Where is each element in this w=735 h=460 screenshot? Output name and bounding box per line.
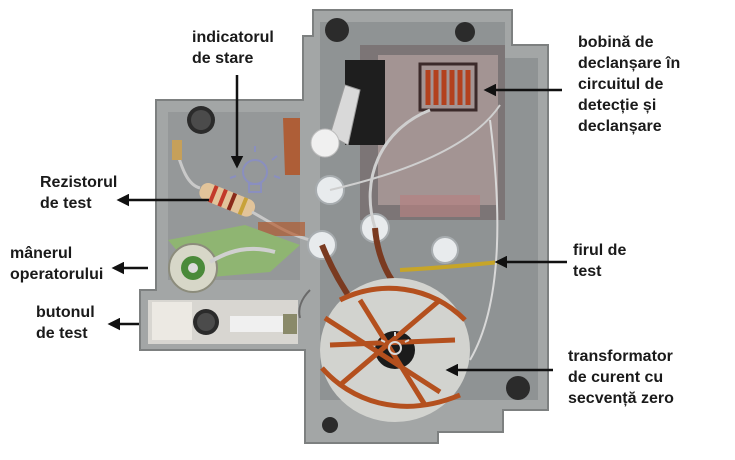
label-test-resistor: Rezistorul de test xyxy=(40,172,117,214)
label-operator-handle: mânerul operatorului xyxy=(10,243,103,285)
label-indicator: indicatorul de stare xyxy=(192,27,274,69)
test-button-part xyxy=(230,314,297,334)
label-test-wire: firul de test xyxy=(573,240,626,282)
label-current-transformer: transformator de curent cu secvență zero xyxy=(568,346,674,409)
current-transformer xyxy=(320,278,470,422)
label-test-button: butonul de test xyxy=(36,302,95,344)
label-trip-coil: bobină de declanșare în circuitul de det… xyxy=(578,32,680,137)
